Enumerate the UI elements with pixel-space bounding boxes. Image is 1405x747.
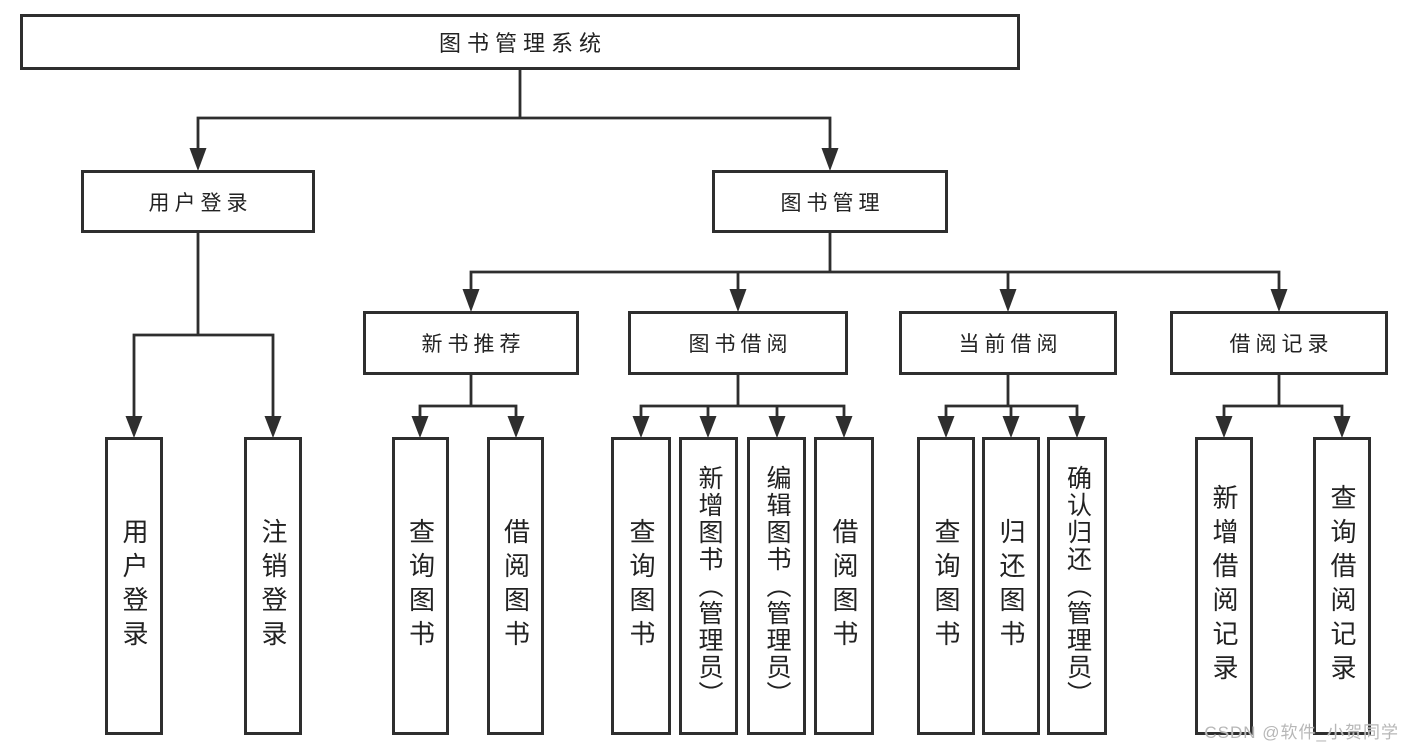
arrowheads [125, 148, 1351, 438]
connector-user-login [132, 231, 275, 419]
node-label: 查询图书 [405, 518, 436, 654]
node-bb-add-book-admin: 新增图书（管理员） [679, 437, 738, 735]
node-cb-confirm-return-admin: 确认归还（管理员） [1047, 437, 1107, 735]
connector-borrowing-records [1222, 373, 1344, 419]
arrow-down-icon [768, 416, 786, 438]
node-nbr-query-books: 查询图书 [392, 437, 449, 735]
connector-book-borrowing [639, 373, 846, 419]
node-borrowing-records: 借阅记录 [1170, 311, 1388, 375]
connector-paths [132, 68, 1344, 419]
node-cb-query-books: 查询图书 [917, 437, 975, 735]
node-label: 新增借阅记录 [1209, 484, 1239, 688]
node-label: 归还图书 [996, 518, 1026, 654]
node-label: 确认归还（管理员） [1063, 464, 1092, 708]
node-label: 新增图书（管理员） [695, 464, 723, 708]
node-label: 查询图书 [931, 518, 961, 654]
arrow-down-icon [1333, 416, 1351, 438]
arrow-down-icon [125, 416, 143, 438]
node-user-login: 用户登录 [81, 170, 315, 233]
node-bb-borrow-books: 借阅图书 [814, 437, 874, 735]
arrow-down-icon [835, 416, 853, 438]
node-label: 图书借阅 [688, 333, 793, 356]
node-label: 查询图书 [626, 518, 656, 654]
node-user-login-action: 用户登录 [105, 437, 163, 735]
arrow-down-icon [821, 148, 839, 171]
arrow-down-icon [632, 416, 650, 438]
node-book-borrowing: 图书借阅 [628, 311, 848, 375]
arrow-down-icon [699, 416, 717, 438]
node-label: 编辑图书（管理员） [763, 464, 791, 708]
arrow-down-icon [729, 289, 747, 312]
arrow-down-icon [999, 289, 1017, 312]
connector-book-management [469, 231, 1281, 293]
node-label: 借阅图书 [500, 518, 531, 654]
arrow-down-icon [411, 416, 429, 438]
arrow-down-icon [1068, 416, 1086, 438]
node-label: 用户登录 [148, 191, 253, 215]
node-label: 新书推荐 [421, 333, 526, 356]
connector-current-borrowing [944, 373, 1079, 419]
node-current-borrowing: 当前借阅 [899, 311, 1117, 375]
node-label: 当前借阅 [958, 333, 1063, 356]
arrow-down-icon [507, 416, 525, 438]
node-cb-return-books: 归还图书 [982, 437, 1040, 735]
connector-root [196, 68, 832, 152]
node-library-management-system: 图书管理系统 [20, 14, 1020, 70]
arrow-down-icon [1002, 416, 1020, 438]
node-br-add-borrow-record: 新增借阅记录 [1195, 437, 1253, 735]
node-label: 图书管理系统 [438, 31, 607, 56]
node-label: 注销登录 [258, 518, 288, 654]
arrow-down-icon [462, 289, 480, 312]
node-label: 借阅记录 [1229, 333, 1334, 356]
node-label: 用户登录 [119, 518, 149, 654]
node-bb-query-books: 查询图书 [611, 437, 671, 735]
node-label: 查询借阅记录 [1327, 484, 1357, 688]
node-logout-action: 注销登录 [244, 437, 302, 735]
connector-new-book-recommendation [418, 373, 518, 419]
node-label: 图书管理 [780, 191, 885, 215]
arrow-down-icon [937, 416, 955, 438]
arrow-down-icon [264, 416, 282, 438]
arrow-down-icon [1215, 416, 1233, 438]
node-nbr-borrow-books: 借阅图书 [487, 437, 544, 735]
node-label: 借阅图书 [829, 518, 859, 654]
node-br-query-borrow-record: 查询借阅记录 [1313, 437, 1371, 735]
csdn-watermark: CSDN @软件_小贺同学 [1204, 723, 1399, 742]
node-new-book-recommendation: 新书推荐 [363, 311, 579, 375]
node-book-management: 图书管理 [712, 170, 948, 233]
arrow-down-icon [189, 148, 207, 171]
node-bb-edit-book-admin: 编辑图书（管理员） [747, 437, 806, 735]
arrow-down-icon [1270, 289, 1288, 312]
